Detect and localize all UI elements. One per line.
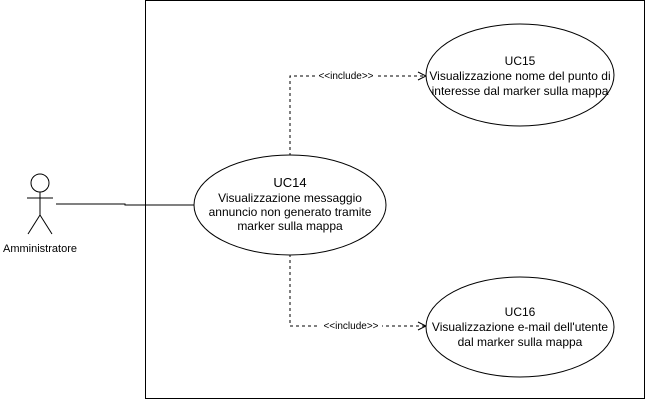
include-line-uc16 (289, 254, 426, 326)
use-case-uc15[interactable]: UC15 Visualizzazione nome del punto di i… (425, 23, 615, 127)
actor-amministratore[interactable]: Amministratore (3, 173, 77, 255)
use-case-uc16[interactable]: UC16 Visualizzazione e-mail dell'utente … (425, 276, 615, 378)
uc15-id: UC15 (505, 54, 536, 68)
uc16-ellipse (425, 276, 615, 378)
include-label-uc15: <<include>> (318, 71, 373, 82)
uc16-id: UC16 (505, 305, 536, 319)
uc14-id: UC14 (273, 175, 306, 190)
association-line (56, 203, 195, 206)
uc14-line-2: annuncio non generato tramite (209, 205, 372, 219)
uc15-ellipse (425, 23, 615, 127)
uc15-line-2: interesse dal marker sulla mappa (432, 84, 609, 98)
uc14-line-1: Visualizzazione messaggio (218, 191, 362, 205)
actor-head (30, 173, 50, 193)
uc14-line-3: marker sulla mappa (237, 219, 343, 233)
actor-label: Amministratore (3, 243, 77, 255)
uc16-line-1: Visualizzazione e-mail dell'utente (432, 320, 608, 334)
include-label-bg-top (316, 69, 376, 82)
use-case-uc14[interactable]: UC14 Visualizzazione messaggio annuncio … (193, 154, 387, 256)
include-label-uc16: <<include>> (323, 321, 378, 332)
system-boundary (145, 0, 645, 399)
actor-right-leg (39, 214, 53, 235)
actor-left-leg (27, 214, 41, 235)
uc15-line-1: Visualizzazione nome del punto di (429, 69, 610, 83)
include-label-bg-bottom (320, 319, 382, 332)
uc16-line-2: dal marker sulla mappa (458, 335, 583, 349)
uc14-ellipse (193, 154, 387, 256)
include-line-uc15 (289, 76, 426, 156)
